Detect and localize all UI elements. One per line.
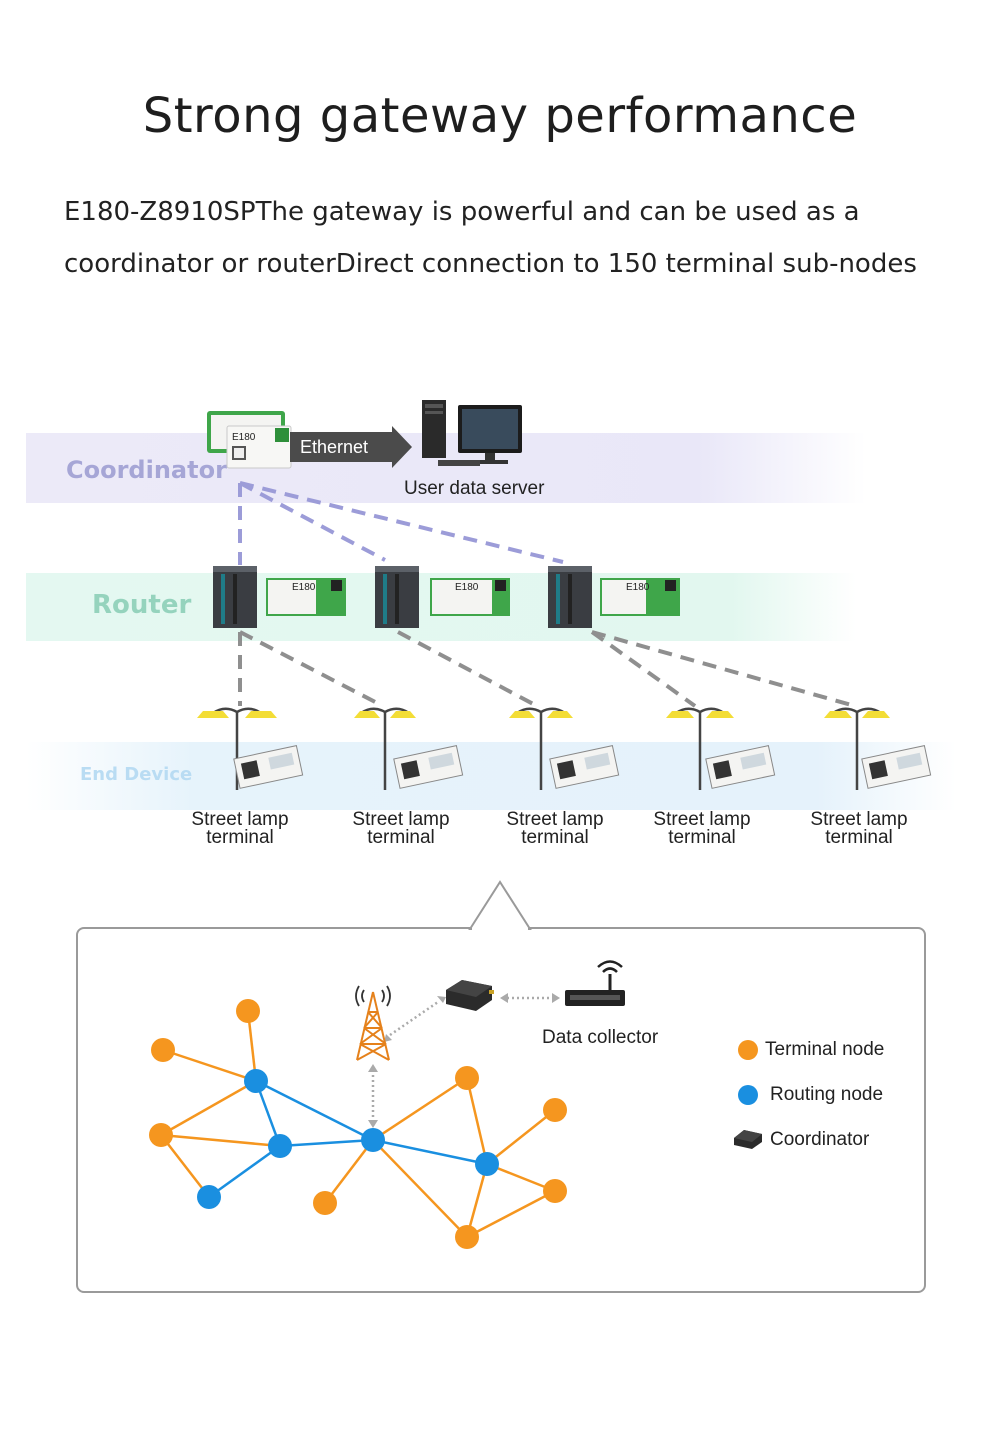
router-module-model-2: E180 bbox=[455, 582, 479, 593]
communication-arrows bbox=[371, 996, 553, 1122]
router-device-1: E180 bbox=[213, 566, 346, 628]
routing-node bbox=[244, 1069, 268, 1093]
router-module-model-1: E180 bbox=[292, 582, 316, 593]
subtitle-line-1: E180-Z8910SPThe gateway is powerful and … bbox=[64, 197, 860, 227]
arrow-heads bbox=[368, 993, 560, 1128]
terminal-node bbox=[455, 1225, 479, 1249]
server-computer-icon bbox=[422, 400, 522, 466]
routing-node bbox=[268, 1134, 292, 1158]
legend-terminal-label: Terminal node bbox=[765, 1039, 885, 1060]
topology-diagram: E180 Ethernet E180 E180 bbox=[197, 400, 932, 790]
coordinator-layer-label: Coordinator bbox=[66, 456, 227, 484]
routing-node bbox=[197, 1185, 221, 1209]
terminal-node bbox=[455, 1066, 479, 1090]
router-device-2: E180 bbox=[375, 566, 510, 628]
lamp-label-4: Street lamp terminal bbox=[653, 809, 751, 848]
ethernet-label: Ethernet bbox=[300, 437, 368, 457]
router-links bbox=[238, 630, 856, 708]
router-layer-label: Router bbox=[92, 590, 192, 620]
router-link-3 bbox=[397, 630, 538, 708]
terminal-links bbox=[160, 1010, 556, 1239]
legend-coordinator-label: Coordinator bbox=[770, 1129, 870, 1150]
end-device-band bbox=[26, 742, 956, 810]
street-lamp-icon-1 bbox=[197, 707, 304, 790]
legend-terminal-icon bbox=[738, 1040, 758, 1060]
coordinator-module-icon: E180 bbox=[207, 411, 292, 469]
terminal-node bbox=[313, 1191, 337, 1215]
lamp-label-5: Street lamp terminal bbox=[810, 809, 908, 848]
street-lamp-icon-4 bbox=[666, 707, 776, 790]
legend-coordinator-icon bbox=[734, 1130, 762, 1149]
legend-routing-icon bbox=[738, 1085, 758, 1105]
router-device-3: E180 bbox=[548, 566, 680, 628]
street-lamp-icon-5 bbox=[824, 707, 932, 790]
cell-tower-icon bbox=[355, 985, 391, 1061]
routing-node bbox=[475, 1152, 499, 1176]
mesh-network-panel bbox=[76, 927, 926, 1293]
router-link-2 bbox=[239, 630, 384, 708]
page-title: Strong gateway performance bbox=[142, 88, 858, 144]
coordinator-links bbox=[238, 481, 564, 565]
terminal-node bbox=[151, 1038, 175, 1062]
data-collector-label: Data collector bbox=[542, 1027, 659, 1048]
lamp-label-3: Street lamp terminal bbox=[506, 809, 604, 848]
lamp-label-2: Street lamp terminal bbox=[352, 809, 450, 848]
coordinator-link-2 bbox=[239, 481, 386, 562]
router-link-4 bbox=[590, 630, 697, 708]
ethernet-arrow-icon: Ethernet bbox=[290, 426, 412, 468]
routing-node bbox=[361, 1128, 385, 1152]
terminal-node bbox=[236, 999, 260, 1023]
routing-nodes bbox=[197, 1069, 499, 1209]
data-collector-icon bbox=[565, 960, 625, 1006]
panel-pointer bbox=[468, 880, 532, 930]
end-device-layer-label: End Device bbox=[80, 764, 193, 785]
terminal-node bbox=[149, 1123, 173, 1147]
coordinator-link-3 bbox=[239, 481, 564, 564]
router-link-5 bbox=[591, 630, 856, 708]
server-label: User data server bbox=[404, 478, 545, 499]
coordinator-device-icon bbox=[446, 980, 494, 1011]
subtitle-line-2: coordinator or routerDirect connection t… bbox=[64, 249, 917, 279]
street-lamp-icon-3 bbox=[509, 707, 620, 790]
terminal-node bbox=[543, 1179, 567, 1203]
routing-links bbox=[208, 1079, 488, 1199]
terminal-nodes bbox=[149, 999, 567, 1249]
terminal-node bbox=[543, 1098, 567, 1122]
mesh-diagram bbox=[149, 960, 762, 1249]
coordinator-module-model: E180 bbox=[232, 432, 256, 443]
street-lamp-icon-2 bbox=[354, 707, 464, 790]
lamp-label-1: Street lamp terminal bbox=[191, 809, 289, 848]
legend-routing-label: Routing node bbox=[770, 1084, 884, 1105]
router-module-model-3: E180 bbox=[626, 582, 650, 593]
